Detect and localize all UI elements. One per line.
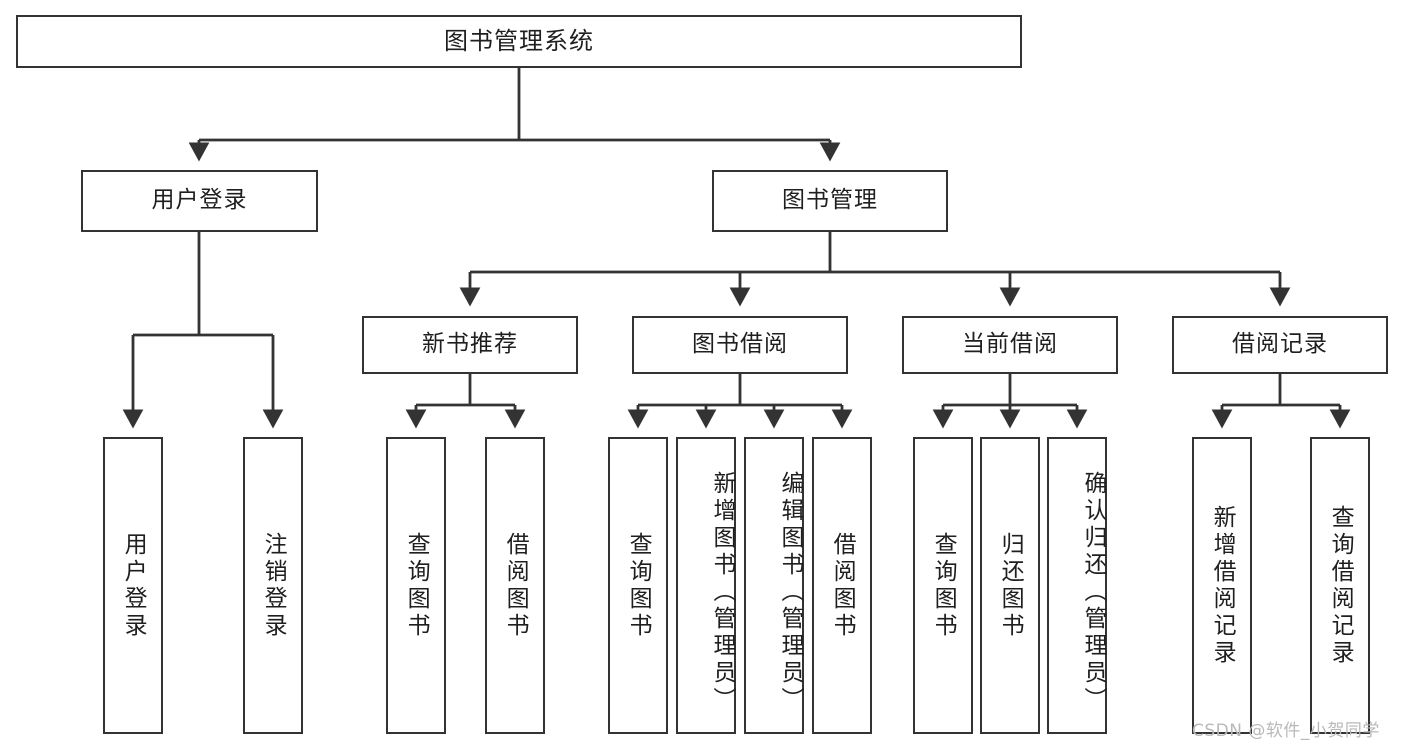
node-new-book-recommend[interactable]: 新书推荐 bbox=[362, 316, 578, 374]
node-user-login[interactable]: 用户登录 bbox=[81, 170, 318, 232]
leaf-user-logout[interactable]: 注销登录 bbox=[243, 437, 303, 734]
node-label: 查询图书 bbox=[625, 531, 652, 640]
node-current-borrow[interactable]: 当前借阅 bbox=[902, 316, 1118, 374]
node-label: 用户登录 bbox=[151, 187, 248, 214]
node-label: 借阅记录 bbox=[1232, 331, 1328, 358]
node-label: 新书推荐 bbox=[422, 331, 518, 358]
node-label: 确认归还（管理员） bbox=[1080, 471, 1106, 714]
leaf-add-book-admin[interactable]: 新增图书（管理员） bbox=[676, 437, 736, 734]
node-label: 图书管理 bbox=[782, 187, 878, 214]
leaf-query-borrow-record[interactable]: 查询借阅记录 bbox=[1310, 437, 1370, 734]
node-root-system[interactable]: 图书管理系统 bbox=[16, 15, 1022, 68]
node-label: 借阅图书 bbox=[502, 531, 529, 640]
leaf-confirm-return-admin[interactable]: 确认归还（管理员） bbox=[1047, 437, 1107, 734]
node-label: 借阅图书 bbox=[829, 531, 856, 640]
node-label: 新增图书（管理员） bbox=[709, 471, 735, 714]
node-label: 查询图书 bbox=[930, 531, 957, 640]
node-book-manage[interactable]: 图书管理 bbox=[712, 170, 948, 232]
node-book-borrow[interactable]: 图书借阅 bbox=[632, 316, 848, 374]
node-label: 用户登录 bbox=[120, 531, 147, 640]
leaf-return-book[interactable]: 归还图书 bbox=[980, 437, 1040, 734]
leaf-borrow-book-recommend[interactable]: 借阅图书 bbox=[485, 437, 545, 734]
leaf-query-book-borrow[interactable]: 查询图书 bbox=[608, 437, 668, 734]
leaf-user-login[interactable]: 用户登录 bbox=[103, 437, 163, 734]
leaf-borrow-book[interactable]: 借阅图书 bbox=[812, 437, 872, 734]
csdn-watermark: CSDN @软件_小贺同学 bbox=[1192, 721, 1380, 741]
node-label: 当前借阅 bbox=[962, 331, 1058, 358]
node-label: 查询图书 bbox=[403, 531, 430, 640]
node-label: 归还图书 bbox=[997, 531, 1024, 640]
node-label: 新增借阅记录 bbox=[1209, 504, 1236, 667]
leaf-query-book-current[interactable]: 查询图书 bbox=[913, 437, 973, 734]
node-label: 编辑图书（管理员） bbox=[777, 471, 803, 714]
node-label: 查询借阅记录 bbox=[1327, 504, 1354, 667]
leaf-edit-book-admin[interactable]: 编辑图书（管理员） bbox=[744, 437, 804, 734]
node-label: 注销登录 bbox=[260, 531, 287, 640]
node-label: 图书借阅 bbox=[692, 331, 788, 358]
leaf-query-book-recommend[interactable]: 查询图书 bbox=[386, 437, 446, 734]
node-label: 图书管理系统 bbox=[444, 27, 594, 56]
leaf-add-borrow-record[interactable]: 新增借阅记录 bbox=[1192, 437, 1252, 734]
node-borrow-record[interactable]: 借阅记录 bbox=[1172, 316, 1388, 374]
